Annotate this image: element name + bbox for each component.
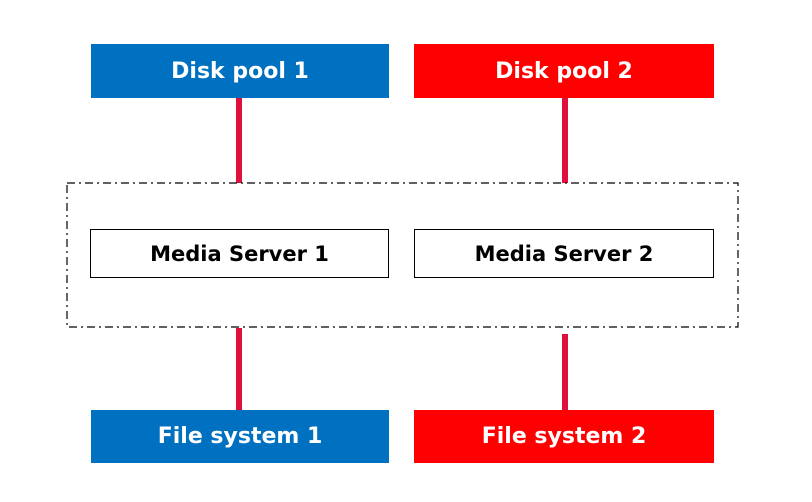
file-system-1: File system 1 (91, 410, 389, 463)
media-server-1-label: Media Server 1 (150, 241, 329, 266)
file-system-1-label: File system 1 (157, 424, 323, 449)
disk-pool-2: Disk pool 2 (414, 44, 714, 98)
disk-pool-1-label: Disk pool 1 (171, 58, 309, 84)
connector-pool2-server2 (562, 98, 568, 183)
file-system-2-label: File system 2 (481, 424, 647, 449)
disk-pool-2-label: Disk pool 2 (495, 58, 633, 84)
media-server-2: Media Server 2 (414, 229, 714, 278)
connector-server2-fs2 (562, 334, 568, 410)
media-server-1: Media Server 1 (90, 229, 389, 278)
cluster-border (66, 182, 739, 328)
media-server-2-label: Media Server 2 (474, 241, 654, 266)
connector-pool1-server1 (236, 98, 242, 183)
connector-server1-fs1 (236, 328, 242, 410)
media-server-cluster (66, 182, 739, 328)
disk-pool-1: Disk pool 1 (91, 44, 389, 98)
file-system-2: File system 2 (414, 410, 714, 463)
